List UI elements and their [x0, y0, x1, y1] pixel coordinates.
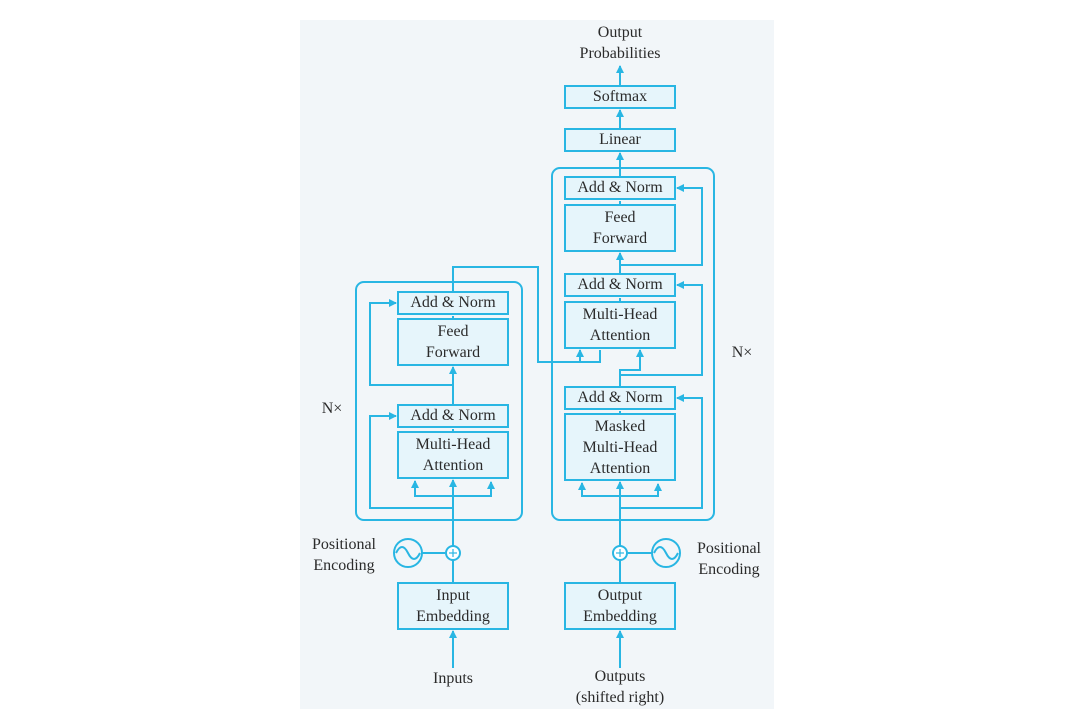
encoder-sine-wave [395, 546, 421, 560]
encoder-to-decoder-connection [452, 266, 584, 363]
decoder-feed-forward-box [564, 204, 676, 252]
decoder-positional-encoding-circle [651, 538, 681, 568]
encoder-multi-head-attention-box [397, 431, 509, 479]
outputs-line-2: (shifted right) [575, 689, 665, 706]
encoder-to-decoder-connection-2 [538, 350, 601, 363]
decoder-masked-line-2: Multi-Head [582, 439, 658, 456]
encoder-residual-2 [369, 299, 453, 386]
output-probabilities-label: Output Probabilities [560, 22, 680, 64]
inputs-label: Inputs [433, 670, 473, 687]
encoder-mha-line-1: Multi-Head [415, 436, 491, 453]
decoder-multi-head-attention-label: Multi-Head Attention [565, 304, 675, 346]
decoder-mha-line-1: Multi-Head [582, 306, 658, 323]
decoder-masked-attention-label: Masked Multi-Head Attention [565, 416, 675, 479]
decoder-masked-line-1: Masked [594, 418, 646, 435]
input-embedding-line-2: Embedding [416, 608, 490, 625]
page-panel [300, 20, 774, 709]
encoder-pe-line-2: Encoding [313, 557, 375, 574]
encoder-pe-line-1: Positional [311, 536, 376, 553]
encoder-add-norm-2-label: Add & Norm [410, 407, 496, 424]
decoder-residual-3 [620, 184, 703, 266]
output-embedding-line-2: Embedding [583, 608, 657, 625]
decoder-pe-line-1: Positional [696, 540, 761, 557]
decoder-positional-encoding-label: Positional Encoding [684, 538, 774, 580]
decoder-mha-line-2: Attention [589, 327, 651, 344]
encoder-repeat-label: N× [321, 400, 343, 417]
softmax-label: Softmax [592, 88, 648, 105]
decoder-masked-attention-box [564, 413, 676, 481]
decoder-feed-forward-line-2: Forward [592, 230, 648, 247]
decoder-feed-forward-label: Feed Forward [565, 207, 675, 249]
decoder-sine-wave [653, 546, 679, 560]
encoder-feed-forward-label: Feed Forward [398, 321, 508, 363]
output-probabilities-line-1: Output [597, 24, 643, 41]
decoder-residual-2 [620, 281, 703, 376]
encoder-add-norm-1-label: Add & Norm [410, 294, 496, 311]
encoder-stack-border [355, 281, 523, 521]
outputs-line-1: Outputs [594, 668, 646, 685]
decoder-repeat-label: N× [731, 344, 753, 361]
decoder-multi-head-attention-box [564, 301, 676, 349]
linear-label: Linear [599, 131, 641, 148]
decoder-feed-forward-line-1: Feed [604, 209, 636, 226]
decoder-residual-1 [620, 394, 703, 509]
decoder-masked-line-3: Attention [589, 460, 651, 477]
output-embedding-label: Output Embedding [565, 585, 675, 627]
input-embedding-label: Input Embedding [398, 585, 508, 627]
output-embedding-line-1: Output [597, 587, 643, 604]
decoder-stack-border [551, 167, 715, 521]
decoder-flow-addnorm-to-attention [619, 349, 644, 387]
outputs-label: Outputs (shifted right) [555, 666, 685, 708]
encoder-feed-forward-line-1: Feed [437, 323, 469, 340]
encoder-mha-line-2: Attention [422, 457, 484, 474]
encoder-feed-forward-line-2: Forward [425, 344, 481, 361]
output-probabilities-line-2: Probabilities [579, 45, 661, 62]
encoder-multi-head-attention-label: Multi-Head Attention [398, 434, 508, 476]
decoder-add-norm-2-label: Add & Norm [577, 276, 663, 293]
decoder-add-norm-3-label: Add & Norm [577, 389, 663, 406]
encoder-positional-encoding-label: Positional Encoding [300, 534, 388, 576]
input-embedding-line-1: Input [436, 587, 470, 604]
decoder-add-norm-1-label: Add & Norm [577, 179, 663, 196]
encoder-residual-1 [369, 412, 453, 509]
decoder-pe-line-2: Encoding [698, 561, 760, 578]
